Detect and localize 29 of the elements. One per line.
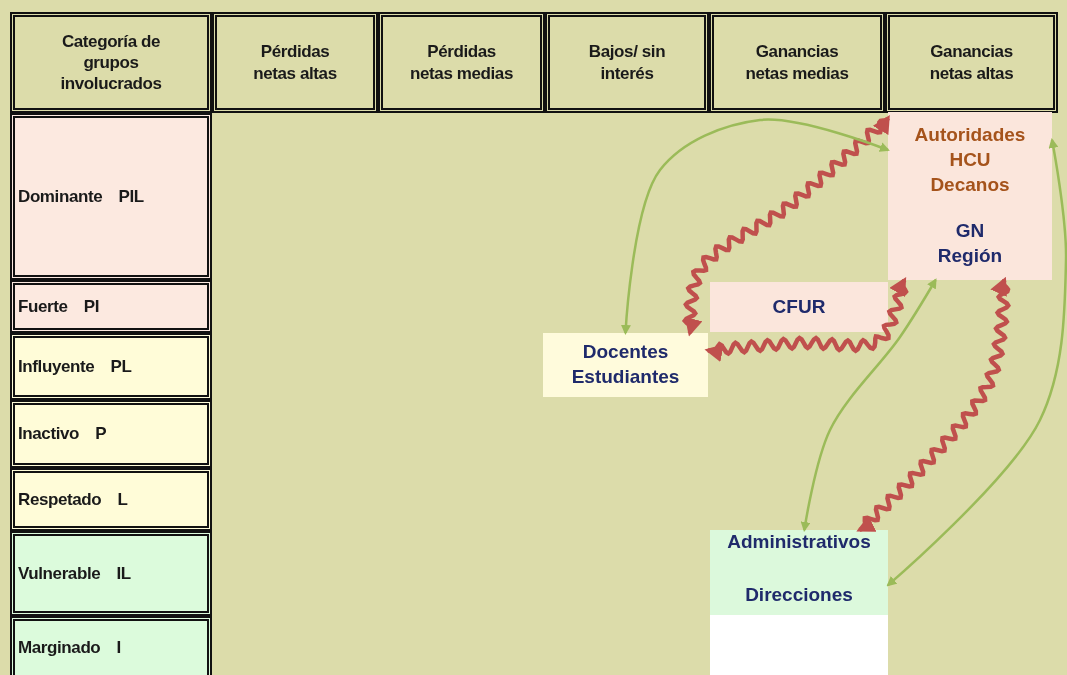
row-label: Influyente PL bbox=[10, 333, 212, 400]
curved-arrow bbox=[621, 118, 890, 335]
row-label: Marginado I bbox=[10, 616, 212, 675]
group-label: Autoridades HCU Decanos bbox=[914, 123, 1026, 197]
column-header: Ganancias netas medias bbox=[709, 12, 885, 113]
wavy-arrow bbox=[704, 276, 909, 362]
row-label: Fuerte PI bbox=[10, 280, 212, 333]
stakeholder-box bbox=[710, 282, 888, 332]
group-label: Administrativos bbox=[727, 530, 871, 554]
curved-arrow bbox=[800, 278, 937, 532]
group-label: Docentes Estudiantes bbox=[571, 340, 680, 389]
stakeholder-box bbox=[710, 530, 888, 675]
column-header: Ganancias netas altas bbox=[885, 12, 1058, 113]
wavy-arrow bbox=[856, 276, 1011, 533]
column-header: Pérdidas netas altas bbox=[212, 12, 378, 113]
row-label: Respetado L bbox=[10, 468, 212, 531]
column-header: Categoría de grupos involucrados bbox=[10, 12, 212, 113]
wavy-arrow bbox=[681, 114, 890, 337]
stakeholder-box bbox=[543, 333, 708, 397]
column-header: Bajos/ sin interés bbox=[545, 12, 709, 113]
column-header: Pérdidas netas medias bbox=[378, 12, 545, 113]
curved-arrow bbox=[886, 138, 1067, 587]
row-label: Inactivo P bbox=[10, 400, 212, 468]
row-label: Dominante PIL bbox=[10, 113, 212, 280]
row-label: Vulnerable IL bbox=[10, 531, 212, 616]
group-label: CFUR bbox=[772, 294, 826, 319]
stakeholder-box bbox=[888, 112, 1052, 280]
group-label: Direcciones bbox=[745, 582, 853, 607]
group-label: GN Región bbox=[937, 219, 1003, 269]
